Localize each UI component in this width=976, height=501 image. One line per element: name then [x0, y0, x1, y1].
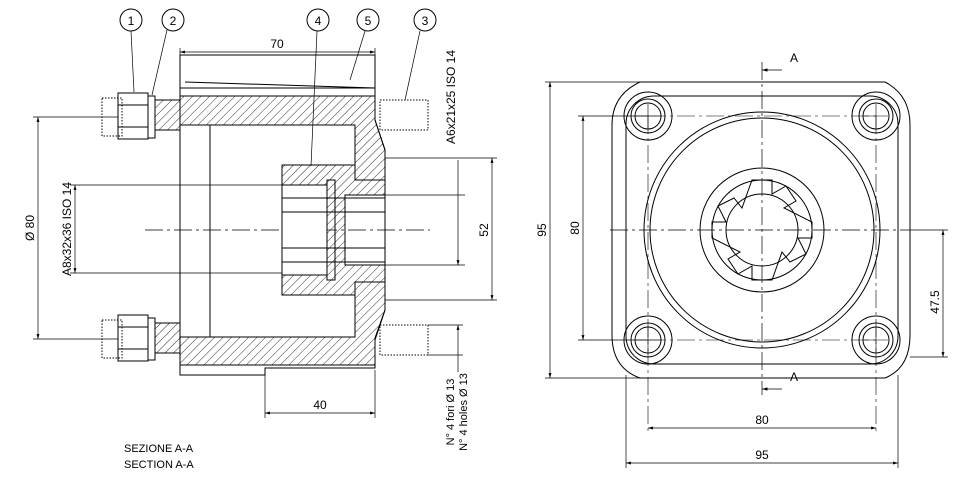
balloon-1: 1 [119, 8, 143, 93]
dim-width-top-value: 70 [270, 37, 284, 51]
section-marker-top-label: A [790, 51, 798, 65]
balloon-4-label: 4 [315, 14, 322, 28]
balloon-2: 2 [151, 8, 185, 96]
caption-it: SEZIONE A-A [124, 443, 194, 455]
dim-center-height: 47.5 [905, 229, 948, 358]
dim-spline-inner-value: A8x32x36 ISO 14 [60, 182, 74, 276]
dim-outer-height: 95 [535, 81, 640, 379]
dim-bolt-width: 80 [648, 413, 876, 430]
holes-note-it: N° 4 fori Ø 13 [445, 379, 457, 446]
balloon-3-label: 3 [422, 14, 429, 28]
caption-en: SECTION A-A [124, 459, 194, 471]
holes-leader [428, 324, 463, 372]
upper-chamfer [184, 81, 376, 89]
dim-diameter-value: Ø 80 [23, 215, 37, 241]
dim-outer-width-value: 95 [755, 448, 769, 462]
section-view: 1 2 4 5 3 70 [23, 8, 497, 471]
balloon-5-label: 5 [365, 14, 372, 28]
section-marker-top: A [762, 51, 798, 72]
dim-center-height-value: 47.5 [928, 290, 942, 314]
dim-outer-height-value: 95 [535, 223, 549, 237]
dim-width-bottom: 40 [264, 370, 376, 418]
balloon-1-label: 1 [128, 14, 135, 28]
spline-key [326, 179, 336, 281]
spline-profile [711, 179, 813, 281]
balloon-4: 4 [306, 8, 330, 167]
flange-outline [611, 81, 911, 379]
dim-bolt-width-value: 80 [755, 413, 769, 427]
dim-bore: 52 [385, 157, 497, 301]
body-outline [179, 54, 386, 376]
section-marker-bottom: A [762, 370, 798, 391]
bore-ring [179, 124, 211, 338]
dim-spline-outer-value: A6x21x25 ISO 14 [444, 50, 458, 144]
holes-note-en: N° 4 holes Ø 13 [458, 373, 470, 451]
dim-spline-outer: A6x21x25 ISO 14 [385, 50, 465, 266]
balloon-2-label: 2 [170, 14, 177, 28]
spline-root [725, 193, 799, 267]
hub-mid [649, 117, 875, 343]
dim-bolt-height-value: 80 [568, 221, 582, 235]
dim-spline-inner: A8x32x36 ISO 14 [60, 182, 282, 276]
balloon-5: 5 [349, 8, 380, 81]
flange-inner [625, 95, 899, 365]
dim-diameter: Ø 80 [23, 116, 118, 340]
dim-width-bottom-value: 40 [313, 398, 327, 412]
hub-inner [699, 167, 825, 293]
dim-width-top: 70 [179, 37, 376, 55]
dim-outer-width: 95 [625, 375, 899, 468]
front-view: A A 95 80 47.5 80 [535, 51, 948, 468]
dim-bolt-height: 80 [568, 115, 648, 341]
hub-outer [643, 111, 881, 349]
dim-bore-value: 52 [477, 223, 491, 237]
balloon-3: 3 [404, 8, 437, 101]
section-marker-bottom-label: A [790, 370, 798, 384]
